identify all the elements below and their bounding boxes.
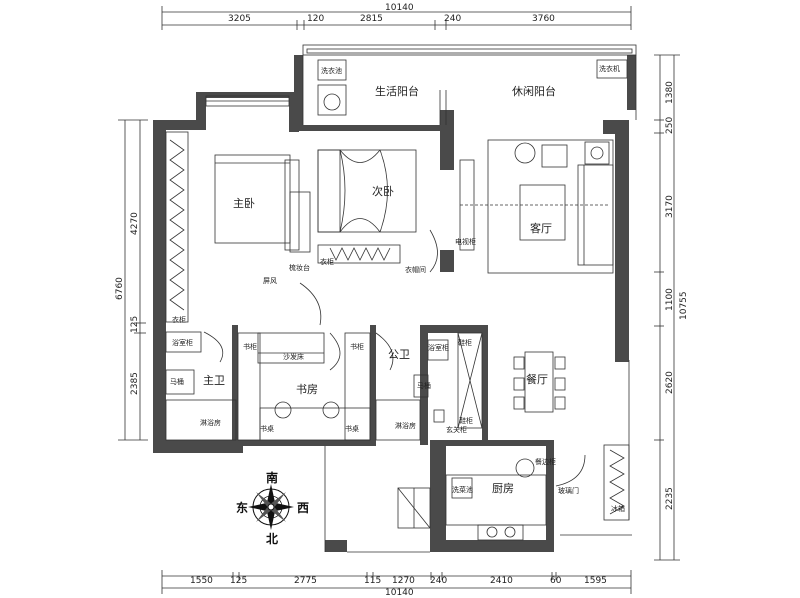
dim-top-2: 120 [307, 14, 324, 24]
top-dimensions [161, 6, 632, 30]
label-bookcase-left: 书柜 [243, 342, 257, 351]
dim-bottom-6: 240 [430, 576, 447, 586]
label-washer: 洗衣池 [321, 66, 342, 75]
dim-top-1: 3205 [228, 14, 251, 24]
dim-left-3: 2385 [130, 372, 140, 395]
dim-right-6: 2235 [665, 487, 675, 510]
label-wardrobe: 衣柜 [320, 257, 334, 266]
dim-top-3: 2815 [360, 14, 383, 24]
label-desk-right: 书桌 [345, 424, 359, 433]
dim-top-4: 240 [444, 14, 461, 24]
room-master-bath: 主卫 [203, 374, 225, 387]
compass-south: 南 [266, 470, 278, 485]
dim-bottom-9: 1595 [584, 576, 607, 586]
label-washer2: 洗衣机 [599, 64, 620, 73]
room-living-room: 客厅 [530, 221, 552, 235]
label-bath-cabinet-master: 浴室柜 [172, 338, 193, 347]
room-master-bedroom: 主卧 [233, 197, 255, 210]
label-fridge: 冰箱 [611, 504, 625, 513]
dim-right-1: 1380 [665, 81, 675, 104]
dim-right-total: 10755 [679, 291, 689, 320]
walls [153, 55, 636, 552]
label-entry-cabinet: 玄关柜 [446, 425, 467, 434]
room-dining: 餐厅 [526, 372, 548, 386]
label-desk: 梳妆台 [289, 263, 310, 272]
label-sofa-bed: 沙发床 [283, 352, 304, 361]
left-dimensions [118, 119, 148, 441]
label-shoe-storage: 鞋柜 [459, 416, 473, 425]
room-leisure-balcony: 休闲阳台 [512, 84, 556, 98]
label-glass-door: 玻璃门 [558, 486, 579, 495]
dim-left-total: 6760 [115, 277, 125, 300]
dim-bottom-4: 115 [364, 576, 381, 586]
dim-left-2: 125 [130, 316, 140, 333]
label-shower-public: 淋浴房 [395, 421, 416, 430]
label-wardrobe2: 衣柜 [172, 315, 186, 324]
bottom-dimensions [161, 570, 632, 594]
label-tv-cabinet: 电视柜 [455, 237, 476, 246]
label-toilet-master: 马桶 [170, 377, 184, 386]
room-kitchen: 厨房 [492, 482, 514, 495]
label-desk-left: 书桌 [260, 424, 274, 433]
dim-bottom-2: 125 [230, 576, 247, 586]
room-second-bedroom: 次卧 [372, 184, 394, 198]
dim-bottom-5: 1270 [392, 576, 415, 586]
dim-left-1: 4270 [130, 212, 140, 235]
compass-east: 东 [236, 500, 248, 515]
dim-right-4: 1100 [665, 288, 675, 311]
label-screen: 屏风 [263, 277, 277, 285]
dim-top-5: 3760 [532, 14, 555, 24]
label-toilet-public: 马桶 [417, 381, 431, 390]
room-living-balcony: 生活阳台 [375, 84, 419, 98]
label-shoe-cabinet: 鞋柜 [458, 338, 472, 347]
label-side-cabinet: 餐边柜 [535, 457, 556, 466]
right-dimensions [654, 54, 680, 561]
label-wash-basin: 洗菜池 [452, 485, 473, 494]
label-shower-master: 淋浴房 [200, 418, 221, 427]
compass-north: 北 [266, 531, 278, 546]
dim-right-3: 3170 [665, 195, 675, 218]
dim-bottom-total: 10140 [385, 588, 414, 598]
compass-rose-icon [248, 484, 294, 530]
dim-right-5: 2620 [665, 371, 675, 394]
label-bath-cabinet-public: 浴室柜 [428, 343, 449, 352]
label-bookcase-right: 书柜 [350, 342, 364, 351]
dim-right-2: 250 [665, 117, 675, 134]
dim-bottom-3: 2775 [294, 576, 317, 586]
room-public-bath: 公卫 [388, 348, 410, 361]
outlines [165, 44, 637, 553]
dim-top-total: 10140 [385, 3, 414, 13]
dim-bottom-7: 2410 [490, 576, 513, 586]
dim-bottom-1: 1550 [190, 576, 213, 586]
label-cloakroom: 衣帽间 [405, 265, 426, 274]
room-study: 书房 [296, 383, 318, 396]
dim-bottom-8: 60 [550, 576, 562, 586]
compass-west: 西 [297, 501, 309, 515]
